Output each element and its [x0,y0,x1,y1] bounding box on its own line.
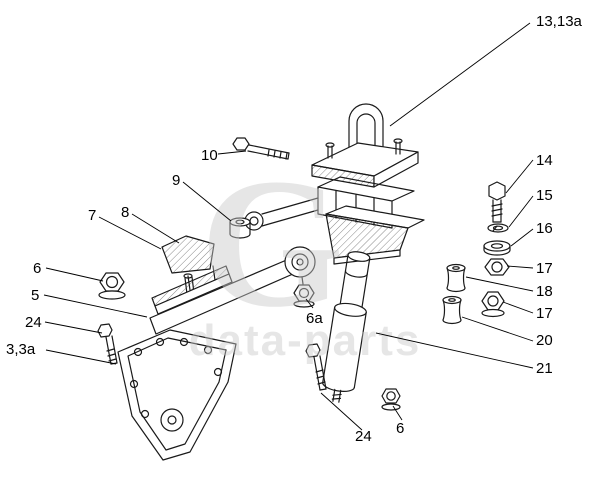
part-shackle [348,103,384,154]
callout-3-3a: 3,3a [6,341,36,358]
watermark-symbol: G [200,141,344,346]
part-bolt-14 [488,181,506,223]
callout-17-upper: 17 [536,260,553,277]
watermark: G data-parts [189,141,422,365]
part-bushing-18 [446,263,466,293]
callout-20: 20 [536,332,553,349]
callout-8: 8 [121,204,130,221]
callout-13-13a: 13,13a [536,13,582,30]
part-shock-absorber-21 [322,251,371,403]
part-plate-7 [161,235,215,274]
part-bolt-24-left [97,323,118,365]
callout-15: 15 [536,187,553,204]
part-nut-6-bottom [381,388,401,411]
part-bracket-3 [117,329,237,461]
part-bushing-20 [442,295,462,325]
callout-9: 9 [172,172,181,189]
part-nut-6a [293,284,315,308]
callout-7: 7 [88,207,97,224]
part-washer-16 [483,240,511,256]
part-nut-6-left [98,272,126,300]
callout-24-bottom: 24 [355,428,372,445]
part-bolt-24-bottom [305,343,327,391]
callout-16: 16 [536,220,553,237]
callout-17-lower: 17 [536,305,553,322]
part-arm-5 [149,246,316,335]
part-bushing-9 [229,217,251,239]
part-nut-17-upper [484,258,510,276]
leader-lines [43,22,534,431]
part-bolt-10 [232,137,290,160]
callout-21: 21 [536,360,553,377]
part-spring-washer-15 [487,223,509,233]
callout-5: 5 [31,287,40,304]
callout-6-bottom: 6 [396,420,405,437]
watermark-text: data-parts [189,316,422,365]
part-nut-17-lower [481,291,505,318]
part-upper-bracket [311,138,419,188]
callout-6-left: 6 [33,260,42,277]
callout-18: 18 [536,283,553,300]
callout-10: 10 [201,147,218,164]
callout-14: 14 [536,152,553,169]
callout-24-left: 24 [25,314,42,331]
callout-6a: 6a [306,310,323,327]
